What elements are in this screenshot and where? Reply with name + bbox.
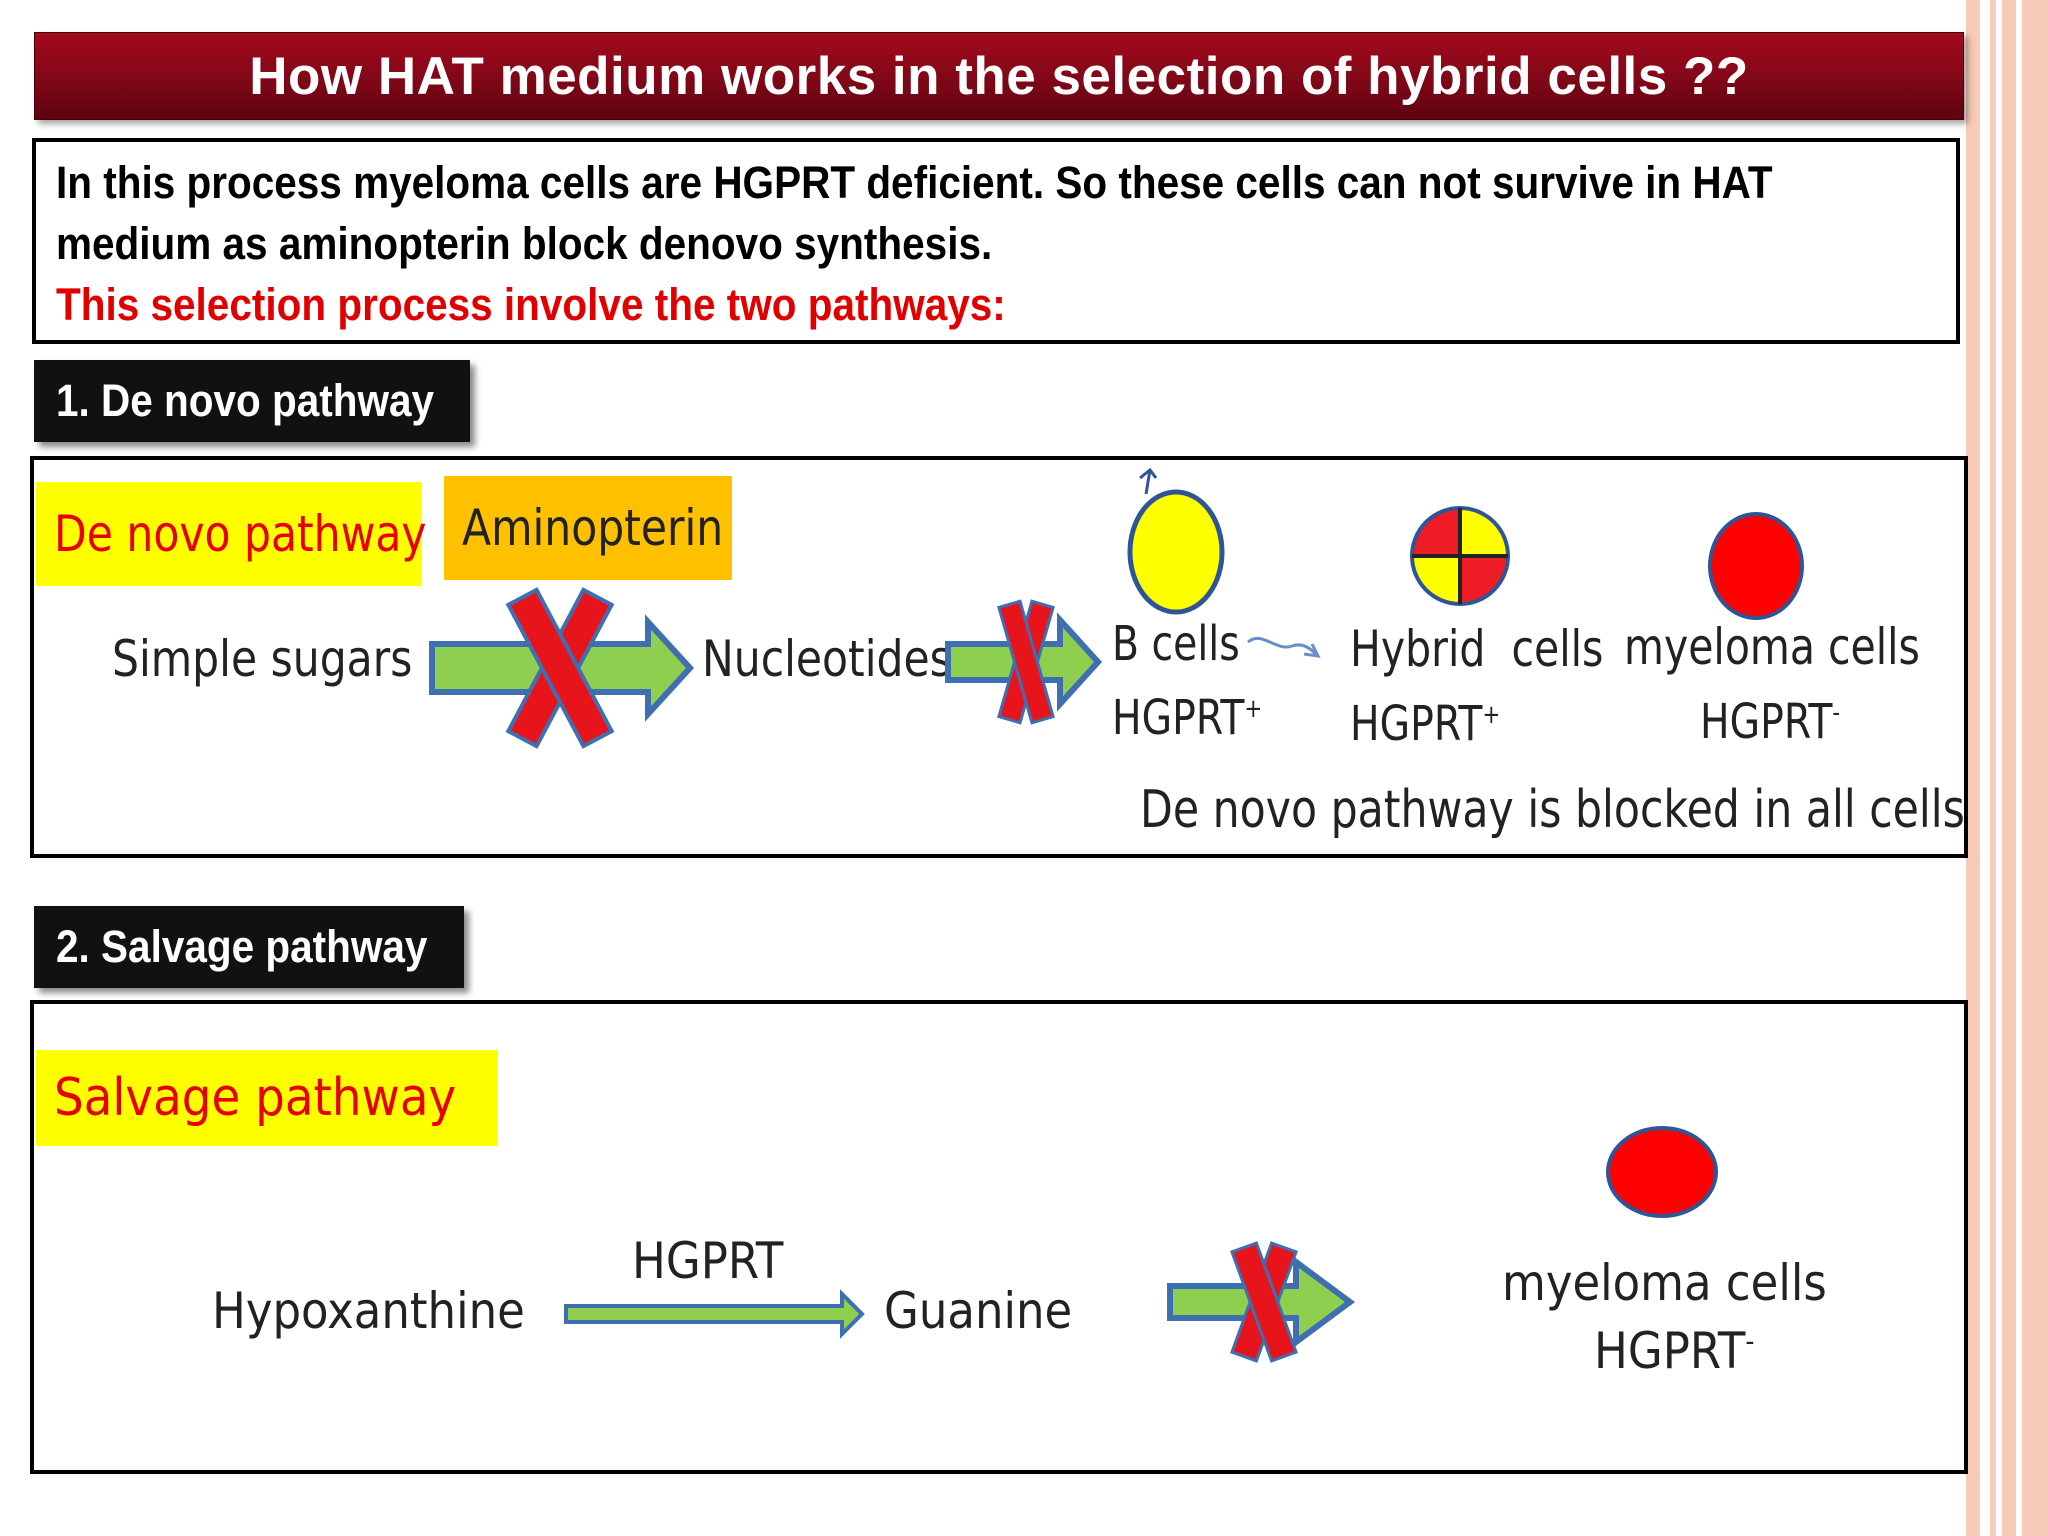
hybrid-cells-type: HGPRT+	[1350, 696, 1501, 752]
intro-line-3: This selection process involve the two p…	[56, 279, 1006, 330]
hypoxanthine-label: Hypoxanthine	[212, 1282, 525, 1340]
b-cell-marker-icon	[1139, 467, 1158, 495]
hybrid-cells-name: Hybrid cells	[1350, 620, 1604, 678]
block-x-aminopterin-icon	[505, 587, 615, 749]
arrow-hypoxanthine-to-guanine	[564, 1289, 865, 1339]
intro-box: In this process myeloma cells are HGPRT …	[32, 138, 1960, 344]
decor-stripe-4	[2022, 0, 2048, 1536]
block-x-salvage-icon	[1230, 1241, 1298, 1363]
page-title: How HAT medium works in the selection of…	[249, 46, 1749, 106]
myeloma-cells-name: myeloma cells	[1624, 618, 1920, 676]
decor-stripe-3	[2002, 0, 2016, 1536]
b-cell-icon	[1127, 489, 1225, 615]
section-1-heading-text: 1. De novo pathway	[56, 375, 435, 426]
b-cells-type: HGPRT+	[1112, 690, 1263, 746]
decor-stripe-1	[1966, 0, 1980, 1536]
section-2-heading: 2. Salvage pathway	[34, 906, 464, 988]
de-novo-conclusion: De novo pathway is blocked in all cells	[1140, 780, 1965, 840]
salvage-myeloma-type: HGPRT-	[1594, 1322, 1755, 1380]
aminopterin-label: Aminopterin	[444, 476, 732, 580]
section-1-heading: 1. De novo pathway	[34, 360, 470, 442]
block-x-nucleotides-icon	[997, 599, 1055, 725]
hybrid-cell-icon	[1410, 506, 1510, 606]
guanine-label: Guanine	[884, 1282, 1073, 1340]
title-bar: How HAT medium works in the selection of…	[34, 32, 1964, 120]
fusion-arrow-icon	[1247, 636, 1320, 658]
b-cells-name: B cells	[1112, 616, 1240, 672]
myeloma-cells-type: HGPRT-	[1700, 694, 1841, 750]
simple-sugars-label: Simple sugars	[112, 630, 413, 688]
nucleotides-label: Nucleotides	[702, 630, 952, 688]
salvage-myeloma-cell-icon	[1606, 1126, 1718, 1218]
section-2-heading-text: 2. Salvage pathway	[56, 921, 428, 972]
salvage-pathway-label: Salvage pathway	[36, 1050, 498, 1146]
salvage-myeloma-name: myeloma cells	[1502, 1254, 1827, 1312]
intro-line-2: medium as aminopterin block denovo synth…	[56, 218, 993, 269]
decor-stripe-2	[1990, 0, 1996, 1536]
de-novo-pathway-label: De novo pathway	[36, 482, 427, 586]
intro-line-1: In this process myeloma cells are HGPRT …	[56, 157, 1773, 208]
myeloma-cell-icon	[1708, 512, 1804, 620]
hgprt-enzyme-label: HGPRT	[632, 1232, 784, 1290]
